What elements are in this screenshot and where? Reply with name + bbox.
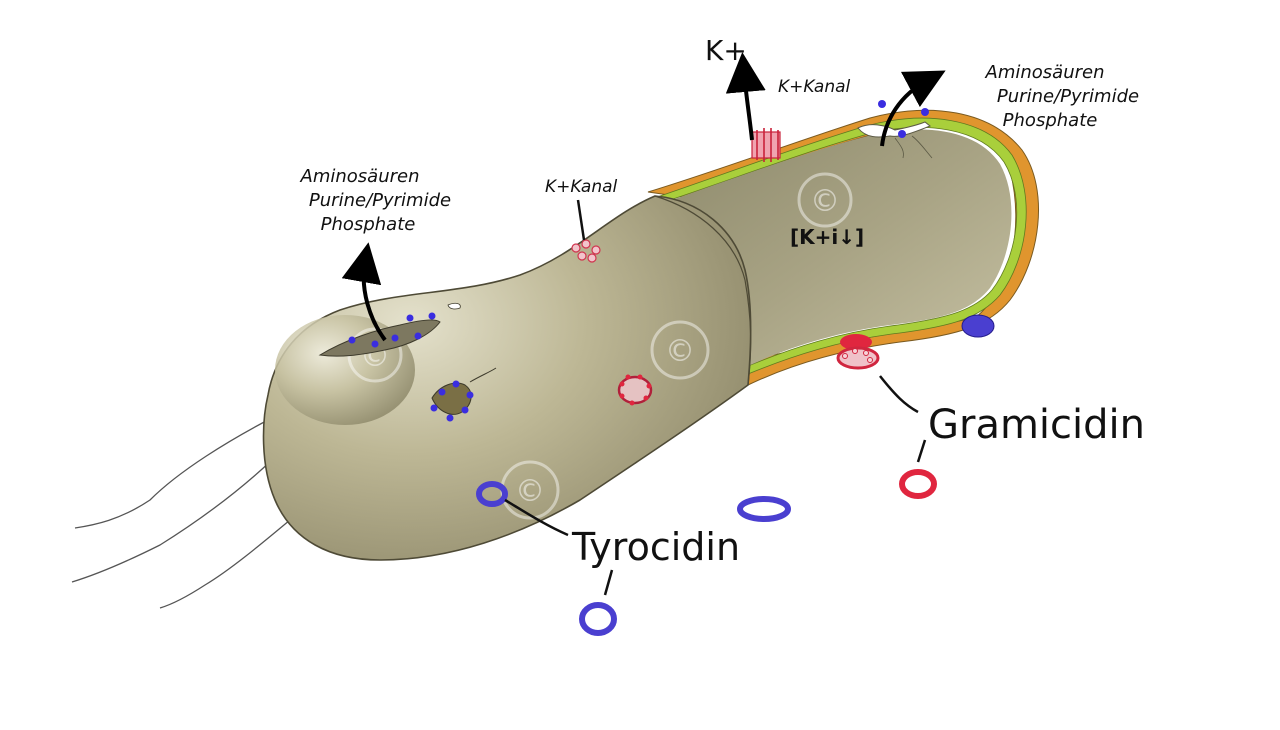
k-channel-top	[752, 128, 780, 162]
k-plus-label: K+	[705, 34, 747, 67]
free-gramicidin	[902, 472, 934, 496]
k-channel-top-label: K+Kanal	[778, 77, 851, 97]
tyrocidin-membrane	[962, 315, 994, 337]
flagella	[72, 420, 290, 608]
right-leak-line-1: Aminosäuren	[985, 62, 1105, 83]
left-leak-line-3: Phosphate	[321, 214, 416, 235]
watermark-symbol: ©	[665, 334, 695, 369]
k-channel-mid-label: K+Kanal	[545, 177, 618, 197]
gramicidin-label: Gramicidin	[928, 402, 1145, 448]
right-leak-label: Aminosäuren Purine/Pyrimide Phosphate	[985, 62, 1140, 131]
left-leak-line-2: Purine/Pyrimide	[309, 190, 451, 211]
watermark-symbol: ©	[810, 184, 840, 219]
right-leak-line-2: Purine/Pyrimide	[997, 86, 1139, 107]
left-leak-line-1: Aminosäuren	[300, 166, 420, 187]
watermark-symbol: ©	[515, 474, 545, 509]
k-concentration-label: [K+i↓]	[790, 225, 864, 249]
tyrocidin-label: Tyrocidin	[571, 525, 740, 569]
left-leak-label: Aminosäuren Purine/Pyrimide Phosphate	[300, 166, 452, 235]
arrow-k-efflux	[744, 72, 752, 140]
right-leak-line-3: Phosphate	[1003, 110, 1098, 131]
